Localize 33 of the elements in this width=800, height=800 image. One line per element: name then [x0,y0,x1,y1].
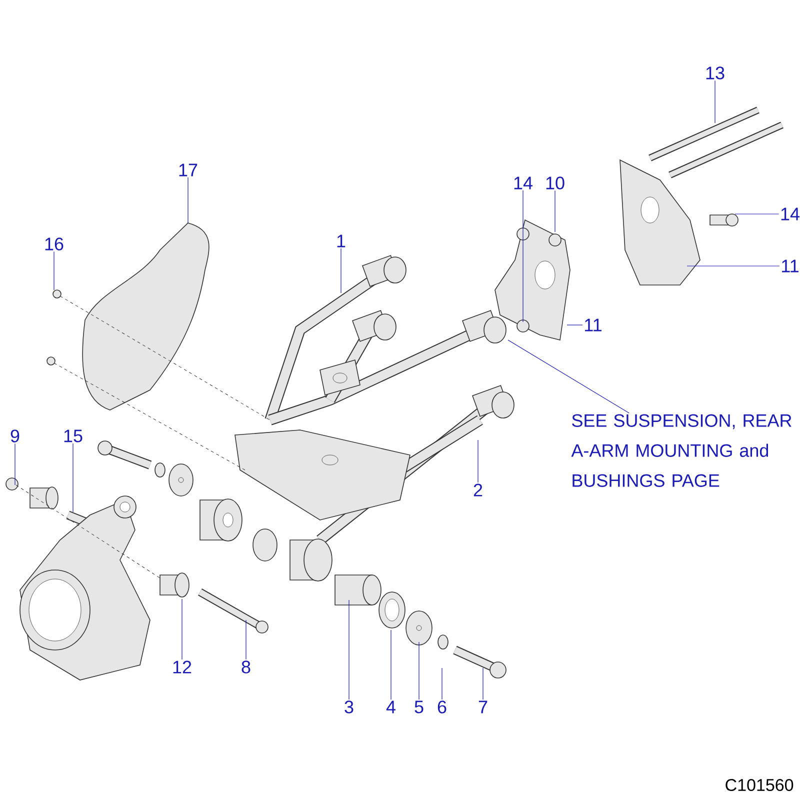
leader-line [348,600,350,700]
leader-line [714,80,716,124]
callout-number: 17 [179,164,198,176]
callout-number: 1 [337,234,346,248]
callout-number: 9 [10,430,20,442]
leader-line [508,340,630,414]
leader-line [14,443,16,486]
callout-number: 13 [706,66,724,80]
drawing-number: C101560 [726,779,794,792]
callout-number: 11 [585,318,602,332]
leader-line [482,668,484,700]
callout-number: 15 [64,430,82,442]
leader-line [72,443,74,512]
note-text: SEE SUSPENSION, REAR A-ARM MOUNTING and BUSHINGS PAGE [571,414,792,487]
callout-number: 4 [386,700,396,714]
callout-number: 14 [514,176,532,190]
callout-number: 10 [546,176,564,190]
leader-line [418,642,420,700]
callout-number: 8 [242,660,250,674]
callout-number: 2 [474,484,482,496]
callout-number: 14 [781,208,800,220]
callout-number: 11 [782,260,798,272]
callout-number: 5 [414,700,424,714]
leader-line [554,190,556,232]
callout-number: 6 [438,700,446,714]
callout-number: 16 [45,238,64,250]
leader-line [566,324,583,326]
leader-line [522,190,524,322]
leader-line [390,630,392,700]
leader-line [340,248,342,294]
callout-number: 12 [173,660,192,674]
callout-number: 3 [344,700,354,714]
callout-number: 7 [478,700,488,714]
